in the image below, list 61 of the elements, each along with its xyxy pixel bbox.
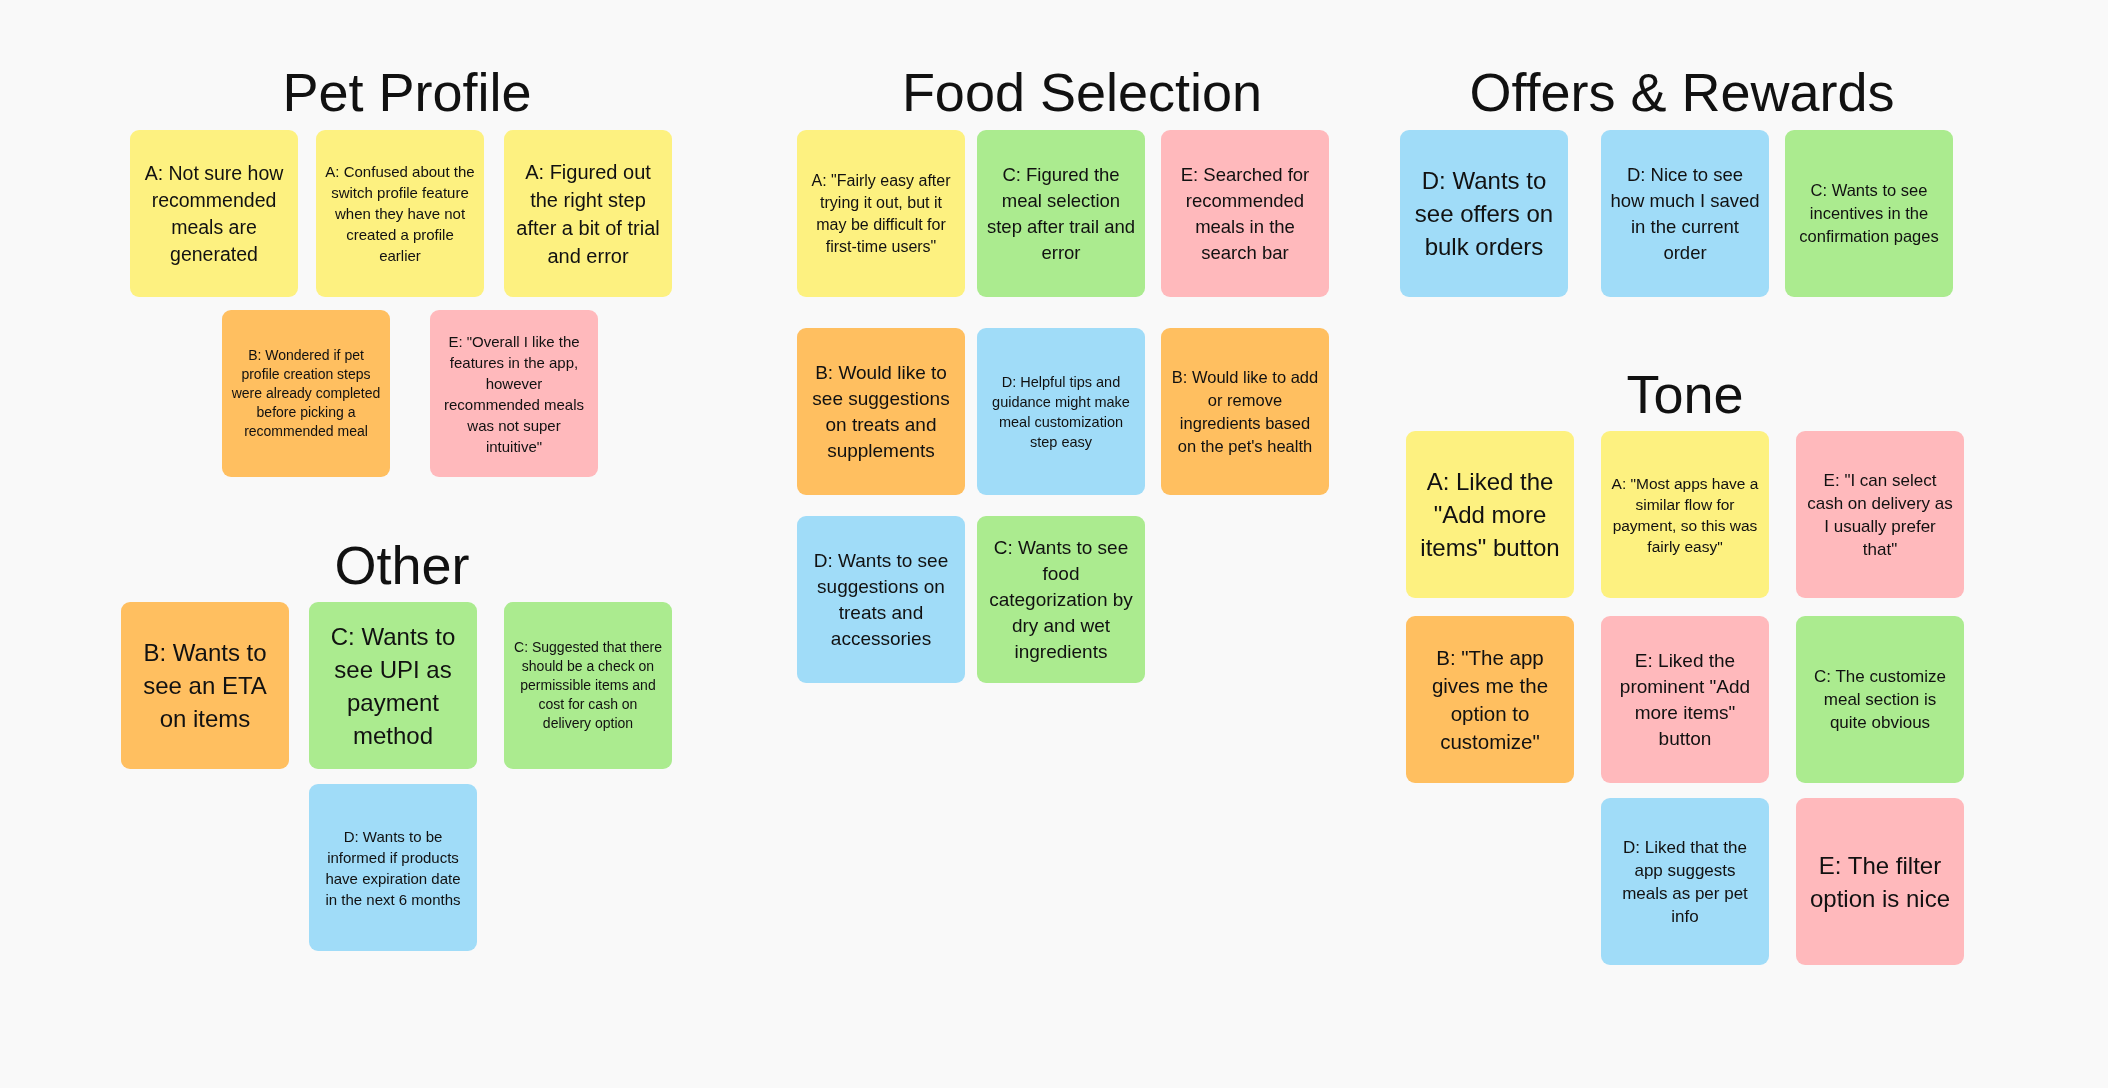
sticky-note [222, 310, 390, 477]
sticky-note [1406, 616, 1574, 783]
note-text: A: Figured out the right step after a bit of trial and error [515, 159, 661, 269]
sticky-note [316, 130, 484, 297]
note-text: C: Wants to see food categorization by dry and wet ingredients [988, 535, 1134, 664]
note-text: A: "Most apps have a similar flow for payment, so this was fairly easy" [1610, 473, 1760, 557]
sticky-note [1161, 328, 1329, 495]
group-heading: Food Selection [901, 61, 1263, 124]
sticky-note [977, 516, 1145, 683]
sticky-note [1796, 798, 1964, 965]
note-text: C: Wants to see incentives in the confirmation pages [1798, 180, 1940, 247]
group-heading: Offers & Rewards [1469, 61, 1895, 124]
sticky-note [1796, 616, 1964, 783]
sticky-note [797, 130, 965, 297]
sticky-note [504, 602, 672, 769]
note-text: C: Suggested that there should be a check on permissible items and cost for cash on delivery option [513, 638, 663, 733]
note-text: B: Wants to see an ETA on items [142, 638, 268, 734]
note-text: A: Liked the "Add more items" button [1419, 467, 1561, 563]
group-heading: Tone [1626, 363, 1744, 426]
note-text: C: Figured the meal selection step after trail and error [986, 162, 1136, 265]
note-text: A: "Fairly easy after trying it out, but it may be difficult for first-time users" [810, 170, 952, 257]
sticky-note [1400, 130, 1568, 297]
sticky-note [1601, 616, 1769, 783]
note-text: D: Liked that the app suggests meals as per pet info [1621, 836, 1749, 928]
note-text: B: "The app gives me the option to customize" [1430, 644, 1550, 755]
sticky-note [797, 328, 965, 495]
note-text: B: Wondered if pet profile creation steps were already completed before picking a recommended meal [231, 346, 381, 441]
note-text: A: Not sure how recommended meals are generated [143, 160, 285, 267]
note-text: D: Wants to see offers on bulk orders [1413, 166, 1555, 262]
sticky-note [309, 602, 477, 769]
note-text: E: "I can select cash on delivery as I usually prefer that" [1806, 469, 1954, 561]
sticky-note [977, 328, 1145, 495]
sticky-note [130, 130, 298, 297]
sticky-note [1161, 130, 1329, 297]
group-heading: Other [334, 534, 470, 597]
note-text: D: Wants to be informed if products have expiration date in the next 6 months [324, 826, 462, 910]
note-text: E: Liked the prominent "Add more items" button [1618, 648, 1752, 751]
group-heading: Pet Profile [282, 61, 532, 124]
sticky-note [1796, 431, 1964, 598]
sticky-note [430, 310, 598, 477]
sticky-note [1601, 130, 1769, 297]
note-text: C: The customize meal section is quite obvious [1813, 666, 1947, 734]
note-text: A: Confused about the switch profile feature when they have not created a profile earlier [325, 162, 475, 266]
note-text: D: Wants to see suggestions on treats and accessories [812, 548, 950, 651]
note-text: B: Would like to add or remove ingredients based on the pet's health [1170, 366, 1320, 457]
note-text: D: Helpful tips and guidance might make meal customization step easy [991, 372, 1131, 452]
note-text: E: The filter option is nice [1808, 850, 1952, 914]
sticky-note [1601, 798, 1769, 965]
note-text: D: Nice to see how much I saved in the current order [1610, 162, 1760, 265]
sticky-note [797, 516, 965, 683]
sticky-note [121, 602, 289, 769]
sticky-note [1601, 431, 1769, 598]
sticky-note [977, 130, 1145, 297]
sticky-note [309, 784, 477, 951]
note-text: C: Wants to see UPI as payment method [329, 621, 457, 751]
sticky-note [504, 130, 672, 297]
note-text: E: "Overall I like the features in the app, however recommended meals was not super intuitive" [442, 331, 586, 457]
sticky-note [1406, 431, 1574, 598]
note-text: E: Searched for recommended meals in the search bar [1179, 162, 1311, 265]
note-text: B: Would like to see suggestions on treats and supplements [811, 360, 951, 463]
sticky-note [1785, 130, 1953, 297]
